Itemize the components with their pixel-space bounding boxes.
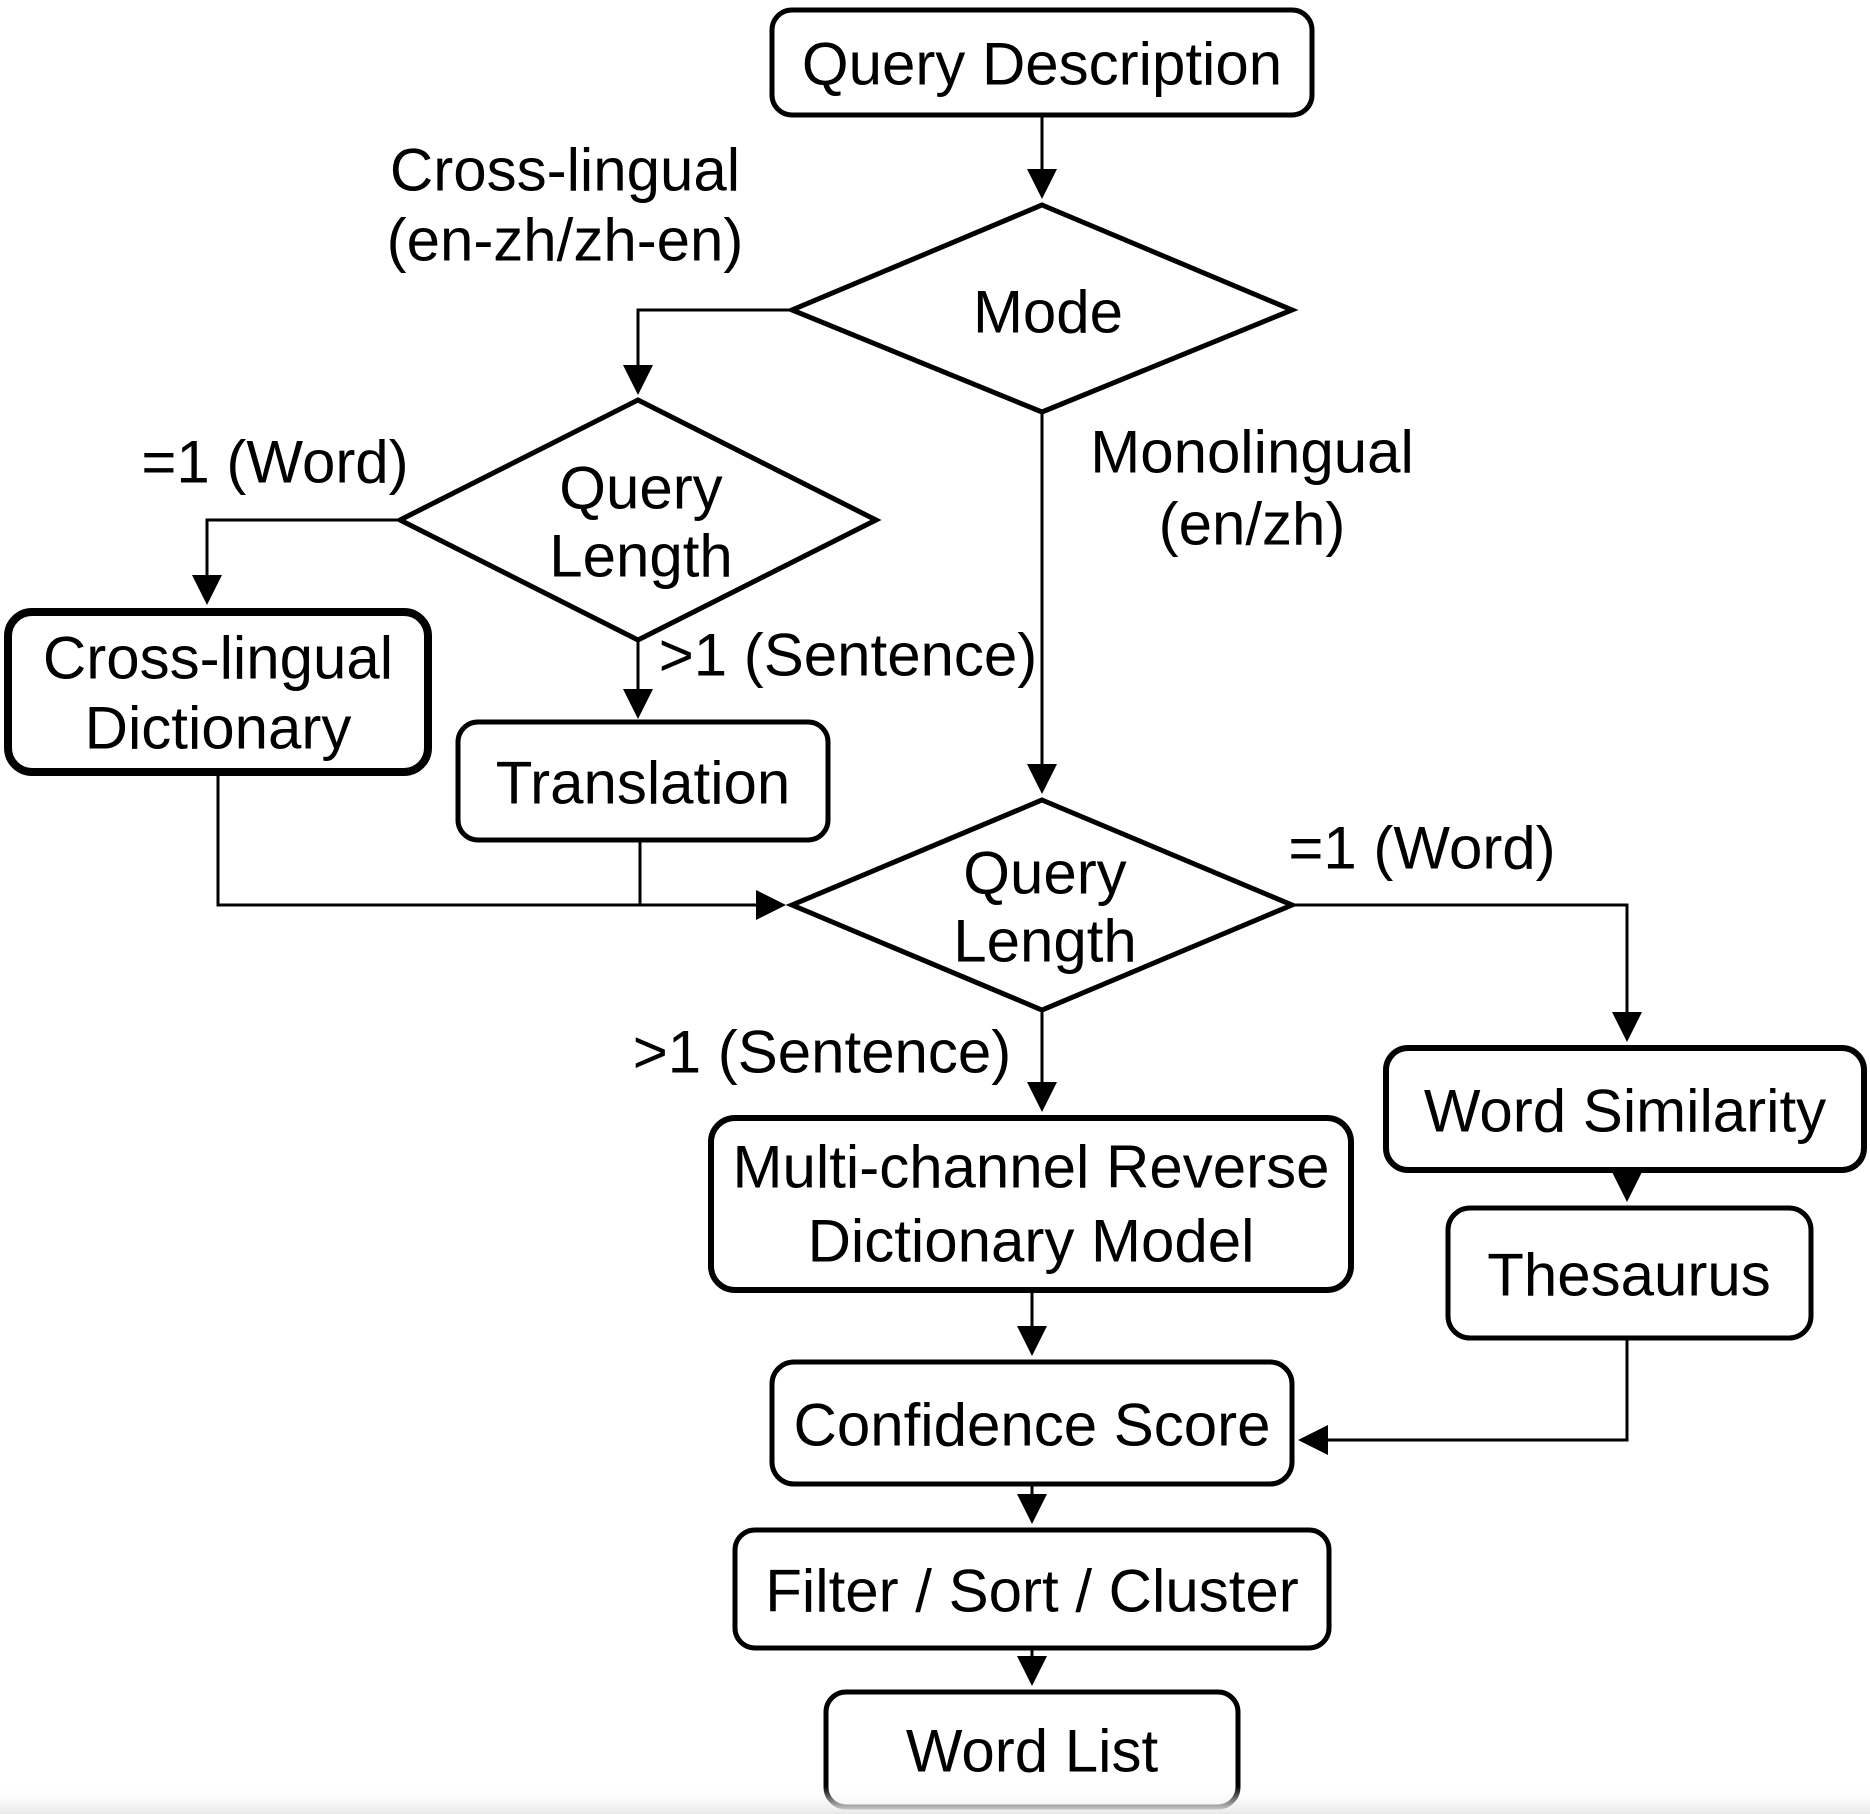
cross-lingual-dictionary-node: Cross-lingual Dictionary [4,608,432,776]
query-length-2-label-line2: Length [953,908,1137,975]
eq-one-word-left-label: =1 (Word) [141,429,408,496]
query-length-1-decision-node: Query Length [394,397,882,643]
cross-lingual-dictionary-label-line2: Dictionary [85,695,352,762]
translation-node: Translation [455,719,831,843]
filter-sort-cluster-label: Filter / Sort / Cluster [765,1558,1298,1625]
word-list-label: Word List [906,1718,1159,1785]
eq-one-word-right-label: =1 (Word) [1288,815,1555,882]
gt-one-sentence-center-label: >1 (Sentence) [633,1019,1012,1086]
cross-lingual-branch-label-line2: (en-zh/zh-en) [387,207,744,274]
translation-box [455,719,831,843]
query-length-2-diamond [785,797,1299,1013]
mode-label: Mode [973,279,1123,346]
edge-label-cross-lingual-branch: Cross-lingual (en-zh/zh-en) [387,137,744,274]
mode-diamond [785,202,1299,415]
edge-mode-to-query-length-1 [623,308,800,395]
query-description-label: Query Description [802,31,1282,98]
edge-thesaurus-to-confidence-score [1298,1338,1629,1455]
monolingual-branch-label-line1: Monolingual [1090,419,1414,486]
query-description-node: Query Description [769,7,1315,118]
thesaurus-node: Thesaurus [1445,1205,1814,1341]
query-length-2-decision-node: Query Length [785,797,1299,1013]
mode-decision-node: Mode [785,202,1299,415]
filter-sort-cluster-box [732,1527,1332,1651]
word-similarity-box [1383,1045,1867,1173]
multi-channel-model-label-line1: Multi-channel Reverse [733,1134,1330,1201]
multi-channel-model-label-line2: Dictionary Model [808,1208,1255,1275]
gt-one-sentence-left-label: >1 (Sentence) [659,622,1038,689]
cross-lingual-dictionary-box [4,608,432,776]
filter-sort-cluster-node: Filter / Sort / Cluster [732,1527,1332,1651]
word-similarity-label: Word Similarity [1424,1078,1826,1145]
multi-channel-model-node: Multi-channel Reverse Dictionary Model [708,1115,1354,1293]
confidence-score-box [769,1359,1295,1487]
word-list-node: Word List [823,1689,1241,1810]
thesaurus-box [1445,1205,1814,1341]
query-length-1-label-line2: Length [549,523,733,590]
edge-query-length-1-to-cross-lingual-dictionary [192,518,400,605]
cross-lingual-branch-label-line1: Cross-lingual [390,137,740,204]
query-length-2-label-line1: Query [963,840,1126,907]
edge-label-monolingual-branch: Monolingual (en/zh) [1090,419,1414,558]
word-similarity-node: Word Similarity [1383,1045,1867,1173]
confidence-score-node: Confidence Score [769,1359,1295,1487]
multi-channel-model-box [708,1115,1354,1293]
thesaurus-label: Thesaurus [1487,1242,1770,1309]
bottom-edge-fade [0,1786,1870,1814]
cross-lingual-dictionary-label-line1: Cross-lingual [43,625,393,692]
confidence-score-label: Confidence Score [794,1392,1271,1459]
edge-cross-lingual-dictionary-to-query-length-2 [216,772,786,920]
query-length-1-label-line1: Query [559,455,722,522]
query-length-1-diamond [394,397,882,643]
monolingual-branch-label-line2: (en/zh) [1159,491,1346,558]
edge-query-length-2-to-word-similarity [1292,903,1642,1042]
translation-label: Translation [496,750,791,817]
query-description-box [769,7,1315,118]
